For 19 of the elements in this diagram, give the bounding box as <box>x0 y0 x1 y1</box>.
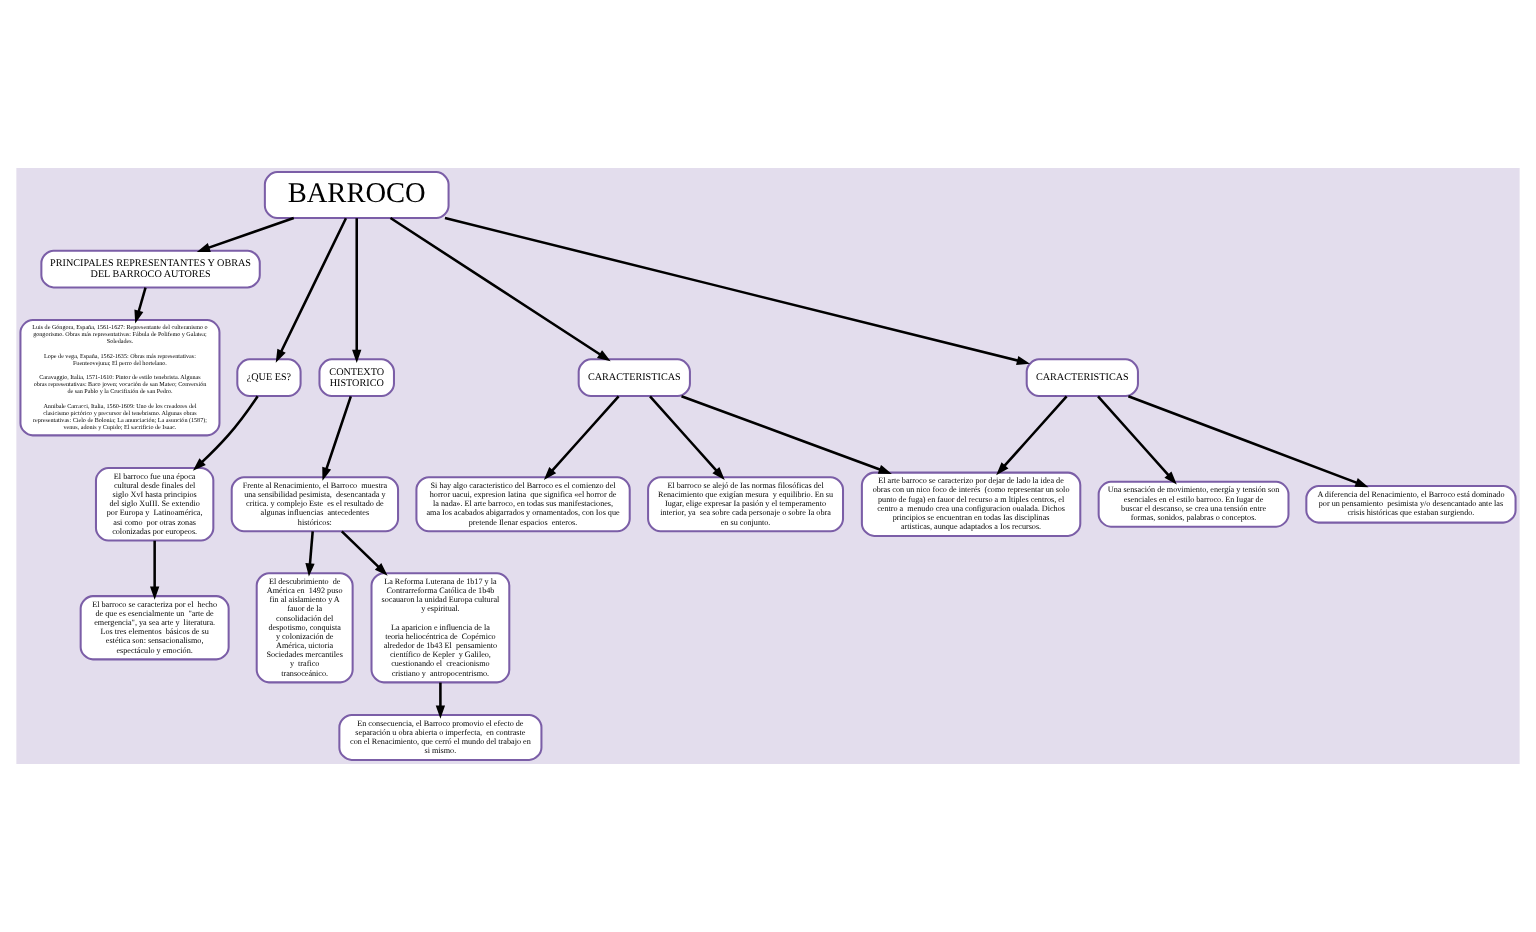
arrow <box>352 218 362 364</box>
arrow <box>435 682 446 719</box>
arrow <box>275 217 348 363</box>
arrow <box>150 540 160 600</box>
arrow <box>1097 395 1177 485</box>
arrow <box>340 530 388 576</box>
arrow <box>444 216 1031 365</box>
arrow <box>996 395 1068 476</box>
arrow <box>196 216 295 252</box>
arrow <box>192 395 259 471</box>
arrow <box>389 216 611 362</box>
arrow <box>322 395 352 481</box>
arrow <box>1127 395 1369 488</box>
arrow <box>681 395 892 474</box>
arrow <box>649 395 725 480</box>
arrow <box>305 531 315 577</box>
arrow <box>543 395 620 480</box>
arrow <box>134 287 147 324</box>
node-box: BARROCO <box>263 171 450 220</box>
